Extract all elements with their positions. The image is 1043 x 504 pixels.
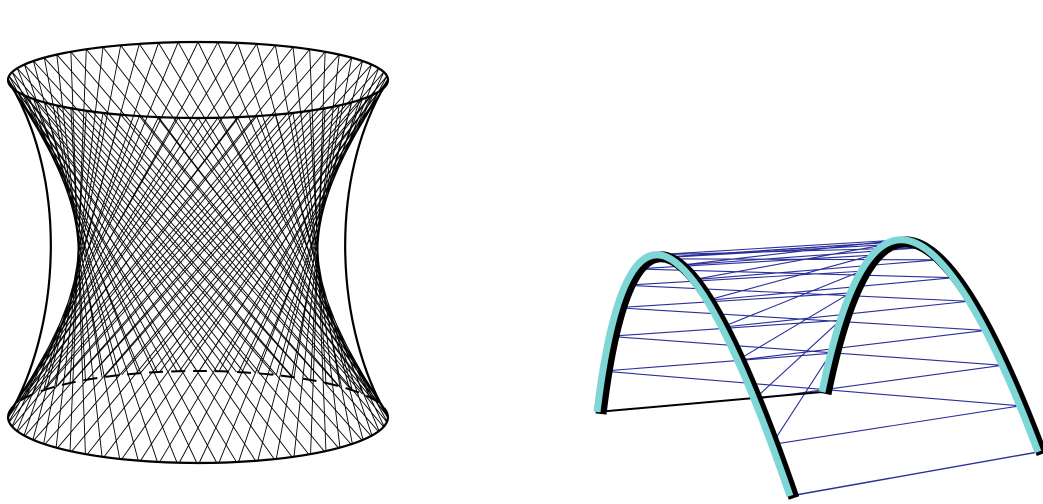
hyperboloid-ruling-line <box>33 60 325 383</box>
hyperboloid-ruling-line <box>23 42 159 436</box>
hyperboloid-ruling-line <box>8 83 257 462</box>
hyperboloid-ruling-line <box>23 116 159 399</box>
hyperboloid-ruling-line <box>238 64 373 463</box>
hyperboloid-ruling-line <box>17 112 294 432</box>
saddle-ruling-line <box>692 244 885 281</box>
hyperboloid-ruling-line <box>71 60 363 383</box>
saddle-ruling-line <box>753 319 841 400</box>
hyperboloid-ruling-line <box>274 45 353 444</box>
hyperboloid-ruling-line <box>24 64 310 380</box>
saddle-ground-edge-front <box>789 451 1039 497</box>
saddle-ruling-line <box>737 329 986 361</box>
hyperboloid-ruling-line <box>103 91 380 458</box>
hyperboloid-ruling-line <box>11 87 275 460</box>
hyperboloid-ruling-line <box>103 67 380 378</box>
hyperboloid-ruling-line <box>8 43 258 413</box>
hyperboloid-ruling-line <box>43 102 121 376</box>
saddle-ruling-line <box>609 335 1003 366</box>
hyperboloid-ruling-line <box>11 71 275 376</box>
hyperboloid-ruling-line <box>256 43 364 440</box>
hyperboloid-ruling-line <box>197 117 385 408</box>
hyperboloid-ruling-line <box>158 116 389 418</box>
saddle-ruling-line <box>706 254 873 301</box>
hyperboloid-ruling-line <box>56 105 352 445</box>
hyperboloid-ruling-line <box>86 64 372 380</box>
hyperboloid-ruling-line <box>33 51 326 395</box>
hyperboloid-ruling-line <box>257 98 363 374</box>
hyperboloid-ruling-line <box>292 112 341 387</box>
hyperboloid-ruling-line <box>7 42 238 417</box>
hyperboloid-ruling-line <box>16 68 178 463</box>
hyperboloid-ruling-line <box>56 54 103 457</box>
saddle-ruling-line <box>771 353 832 445</box>
hyperboloid-ruling-line <box>238 95 372 373</box>
hyperboloid-ruling-line <box>70 107 363 441</box>
hyperboloid-ruling-line <box>69 49 87 452</box>
hyperboloid-ruling-line <box>24 48 311 399</box>
hyperboloid-ruling-line <box>217 117 380 404</box>
hyperboloid-ruling-line <box>8 115 258 423</box>
hyperboloid-ruling-line <box>17 46 294 403</box>
hyperboloid-ruling-line <box>11 71 198 464</box>
hyperboloid-ruling-line <box>12 45 276 408</box>
hyperboloid-ruling-line <box>102 112 379 432</box>
hyperboloid-ruling-line <box>16 67 293 378</box>
saddle-ruling-line <box>625 284 970 302</box>
hyperboloid-ruling-line <box>43 102 339 449</box>
saddle-arch-right <box>818 236 1042 454</box>
hyperboloid-bottom-rim-front <box>6 416 390 465</box>
saddle-ruling-line <box>616 292 851 309</box>
hyperboloid-ruling-line <box>275 102 353 376</box>
saddle-ruling-line <box>692 259 939 281</box>
saddle-rulings <box>596 239 1039 497</box>
hyperboloid-ruling-line <box>43 45 122 444</box>
saddle-ruling-line <box>644 258 939 261</box>
hyperboloid-ruling-line <box>177 117 388 413</box>
hyperboloid-outline <box>6 40 390 465</box>
saddle-ruling-line <box>655 239 897 256</box>
hyperboloid-ruling-line <box>178 75 388 463</box>
hyperboloid-ruling-line <box>44 54 340 391</box>
hyperboloid-figure <box>6 40 390 465</box>
saddle-ruling-line <box>771 405 1020 446</box>
hyperboloid-ruling-line <box>24 95 310 455</box>
hyperboloid-ruling-line <box>138 115 388 423</box>
hyperboloid-left-silhouette <box>7 79 52 418</box>
saddle-ruling-line <box>602 370 1020 407</box>
saddle-ruling-line <box>679 239 897 266</box>
saddle-ruling-line <box>706 277 954 302</box>
hyperboloid-ruling-line <box>178 83 388 372</box>
hyperboloid-rulings-family-b <box>7 41 389 464</box>
saddle-figure <box>593 236 1043 500</box>
hyperboloid-ruling-line <box>55 47 104 448</box>
hyperboloid-ruling-line <box>138 43 388 413</box>
saddle-arch-left <box>593 251 794 498</box>
saddle-ruling-line <box>602 352 831 372</box>
hyperboloid-rulings-family-a <box>7 41 389 464</box>
hyperboloid-bottom-rim-back <box>7 370 389 418</box>
saddle-ground-edge-back <box>596 391 823 413</box>
hyperboloid-right-silhouette <box>344 79 389 418</box>
hyperboloid-ruling-line <box>139 75 388 374</box>
hyperboloid-ruling-line <box>197 41 385 427</box>
hyperboloid-ruling-line <box>33 60 139 461</box>
hyperboloid-ruling-line <box>120 114 384 428</box>
hyperboloid-ruling-line <box>293 105 340 378</box>
saddle-ruling-line <box>737 292 851 361</box>
saddle-ruling-line <box>721 270 862 328</box>
hyperboloid-ruling-line <box>309 110 327 384</box>
saddle-arches <box>593 236 1043 500</box>
hyperboloid-ruling-line <box>16 42 179 432</box>
hyperboloid-ruling-line <box>16 91 293 458</box>
hyperboloid-ruling-line <box>218 91 380 372</box>
hyperboloid-ruling-line <box>56 105 103 378</box>
hyperboloid-ruling-line <box>159 79 389 373</box>
saddle-ruling-line <box>625 270 862 286</box>
hyperboloid-ruling-line <box>274 114 353 391</box>
hyperboloid-ruling-line <box>85 110 372 437</box>
saddle-arch-left-shadow <box>595 251 800 500</box>
hyperboloid-ruling-line <box>121 71 385 376</box>
